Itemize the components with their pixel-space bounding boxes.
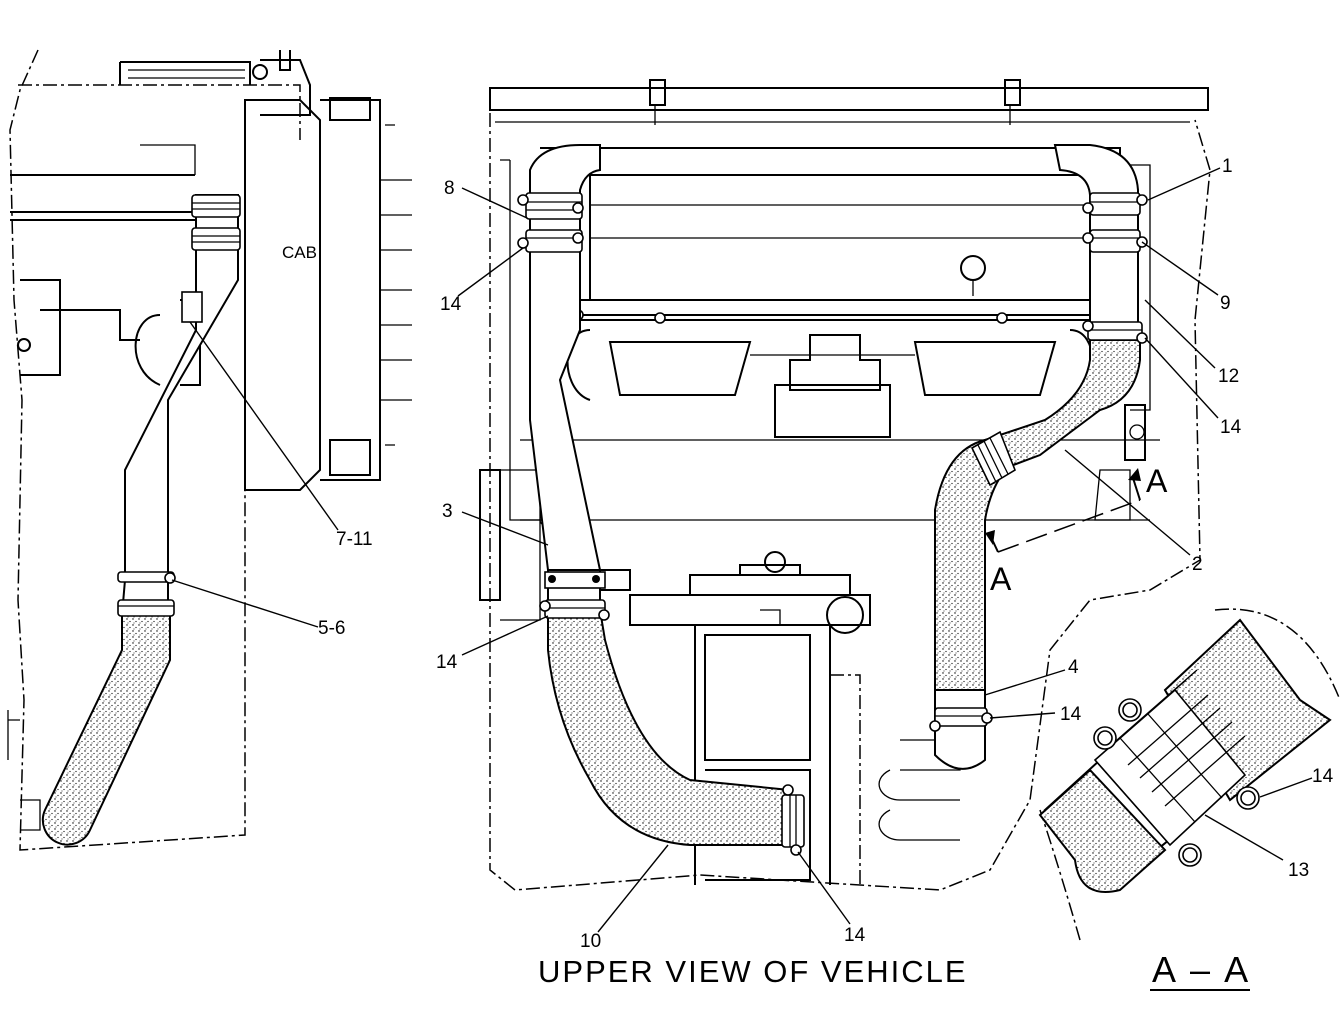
callout-labels: 1 8 9 14 12 14 3 7-11 2 5-6 14 4 14 14 1… [318, 156, 1334, 952]
cab-label: CAB [282, 243, 317, 262]
upper-view: A A [479, 79, 1211, 891]
leader-lines [171, 167, 1313, 933]
callout-14-section: 14 [1312, 766, 1334, 787]
callout-9: 9 [1220, 293, 1231, 314]
upper-view-title: UPPER VIEW OF VEHICLE [538, 954, 968, 989]
section-marker-lower: A [990, 561, 1012, 597]
callout-14-mid-right: 14 [1060, 704, 1082, 725]
callout-5-6: 5-6 [318, 618, 345, 639]
callout-14-upper-right: 14 [1220, 417, 1242, 438]
callout-14-upper-left: 14 [440, 294, 462, 315]
callout-3: 3 [442, 501, 453, 522]
callout-14-mid-left: 14 [436, 652, 458, 673]
side-view: CAB [7, 49, 412, 851]
callout-8: 8 [444, 178, 455, 199]
callout-1: 1 [1222, 156, 1233, 177]
section-marker-upper: A [1146, 463, 1168, 499]
callout-2: 2 [1192, 554, 1203, 575]
section-title: A – A [1152, 949, 1251, 990]
callout-10: 10 [580, 931, 601, 952]
callout-4: 4 [1068, 657, 1079, 678]
callout-14-bottom: 14 [844, 925, 866, 946]
section-a-a [1038, 608, 1341, 941]
callout-7-11: 7-11 [336, 529, 373, 550]
callout-12: 12 [1218, 366, 1239, 387]
callout-13: 13 [1288, 860, 1309, 881]
